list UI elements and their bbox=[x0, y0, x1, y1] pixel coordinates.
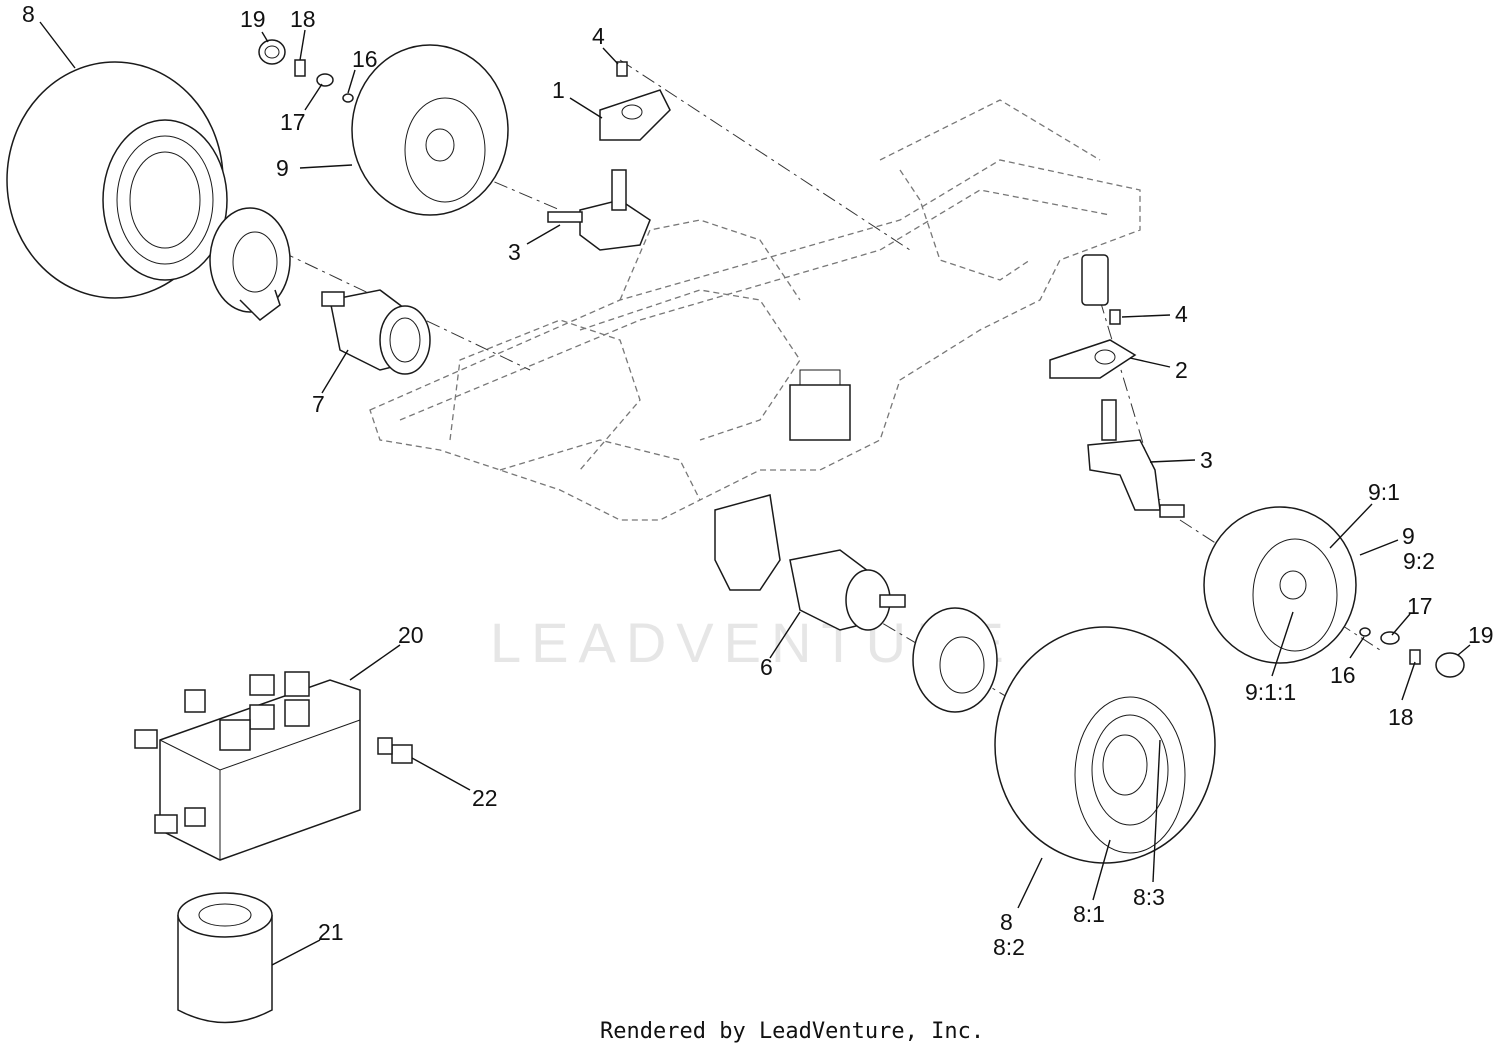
callout-8-1: 8:1 bbox=[1073, 901, 1105, 927]
callout-3-right: 3 bbox=[1200, 447, 1213, 473]
hub-cap-set-right bbox=[1359, 627, 1465, 678]
callout-9-top: 9 bbox=[276, 155, 289, 181]
callout-17-right: 17 bbox=[1407, 593, 1433, 619]
front-caster-wheel-top bbox=[351, 44, 509, 216]
footer-credit: Rendered by LeadVenture, Inc. bbox=[600, 1019, 984, 1044]
front-caster-wheel-right bbox=[1203, 506, 1357, 664]
callout-1: 1 bbox=[552, 77, 565, 103]
callout-21: 21 bbox=[318, 919, 344, 945]
wheel-motor-6 bbox=[714, 494, 906, 631]
center-valve bbox=[789, 369, 851, 441]
callout-8-2: 8:2 bbox=[993, 934, 1025, 960]
rear-left-hub bbox=[209, 207, 291, 321]
fitting-22 bbox=[377, 737, 413, 764]
callout-18-top: 18 bbox=[290, 6, 316, 32]
callout-labels: 8 19 18 16 17 9 4 1 3 7 4 2 3 9:1 9 9:2 … bbox=[22, 1, 1494, 960]
callout-22: 22 bbox=[472, 785, 498, 811]
callout-20: 20 bbox=[398, 622, 424, 648]
callout-19-top: 19 bbox=[240, 6, 266, 32]
hub-cap-set-top bbox=[258, 39, 354, 103]
caster-mount-1 bbox=[599, 89, 671, 141]
callout-7: 7 bbox=[312, 391, 325, 417]
callout-17-top: 17 bbox=[280, 109, 306, 135]
front-right-tire bbox=[994, 626, 1216, 864]
leader-lines bbox=[39, 21, 1471, 966]
callout-19-right: 19 bbox=[1468, 622, 1494, 648]
oil-filter-21 bbox=[177, 892, 273, 1024]
callout-18-right: 18 bbox=[1388, 704, 1414, 730]
callout-4-right: 4 bbox=[1175, 301, 1188, 327]
wheel-motor-7 bbox=[321, 289, 431, 375]
bolt-4-right bbox=[1109, 309, 1121, 325]
callout-6: 6 bbox=[760, 654, 773, 680]
callout-16-top: 16 bbox=[352, 46, 378, 72]
callout-9-right: 9 bbox=[1402, 523, 1415, 549]
callout-9-2: 9:2 bbox=[1403, 548, 1435, 574]
shock-absorber bbox=[1081, 254, 1109, 306]
callout-16-right: 16 bbox=[1330, 662, 1356, 688]
caster-mount-2 bbox=[1049, 339, 1137, 379]
rear-left-tire bbox=[6, 61, 228, 299]
caster-fork-top bbox=[547, 169, 651, 251]
callout-4-top: 4 bbox=[592, 23, 605, 49]
bolt-4-top bbox=[616, 61, 628, 77]
callout-8-front: 8 bbox=[1000, 909, 1013, 935]
callout-9-1: 9:1 bbox=[1368, 479, 1400, 505]
callout-2: 2 bbox=[1175, 357, 1188, 383]
chassis-frame bbox=[369, 99, 1141, 521]
caster-fork-right bbox=[1087, 399, 1185, 518]
callout-8-3: 8:3 bbox=[1133, 884, 1165, 910]
callout-9-1-1: 9:1:1 bbox=[1245, 679, 1296, 705]
front-right-hub bbox=[912, 607, 998, 713]
hydraulic-manifold-20 bbox=[134, 671, 361, 861]
callout-8-rear-left: 8 bbox=[22, 1, 35, 27]
callout-3-top: 3 bbox=[508, 239, 521, 265]
